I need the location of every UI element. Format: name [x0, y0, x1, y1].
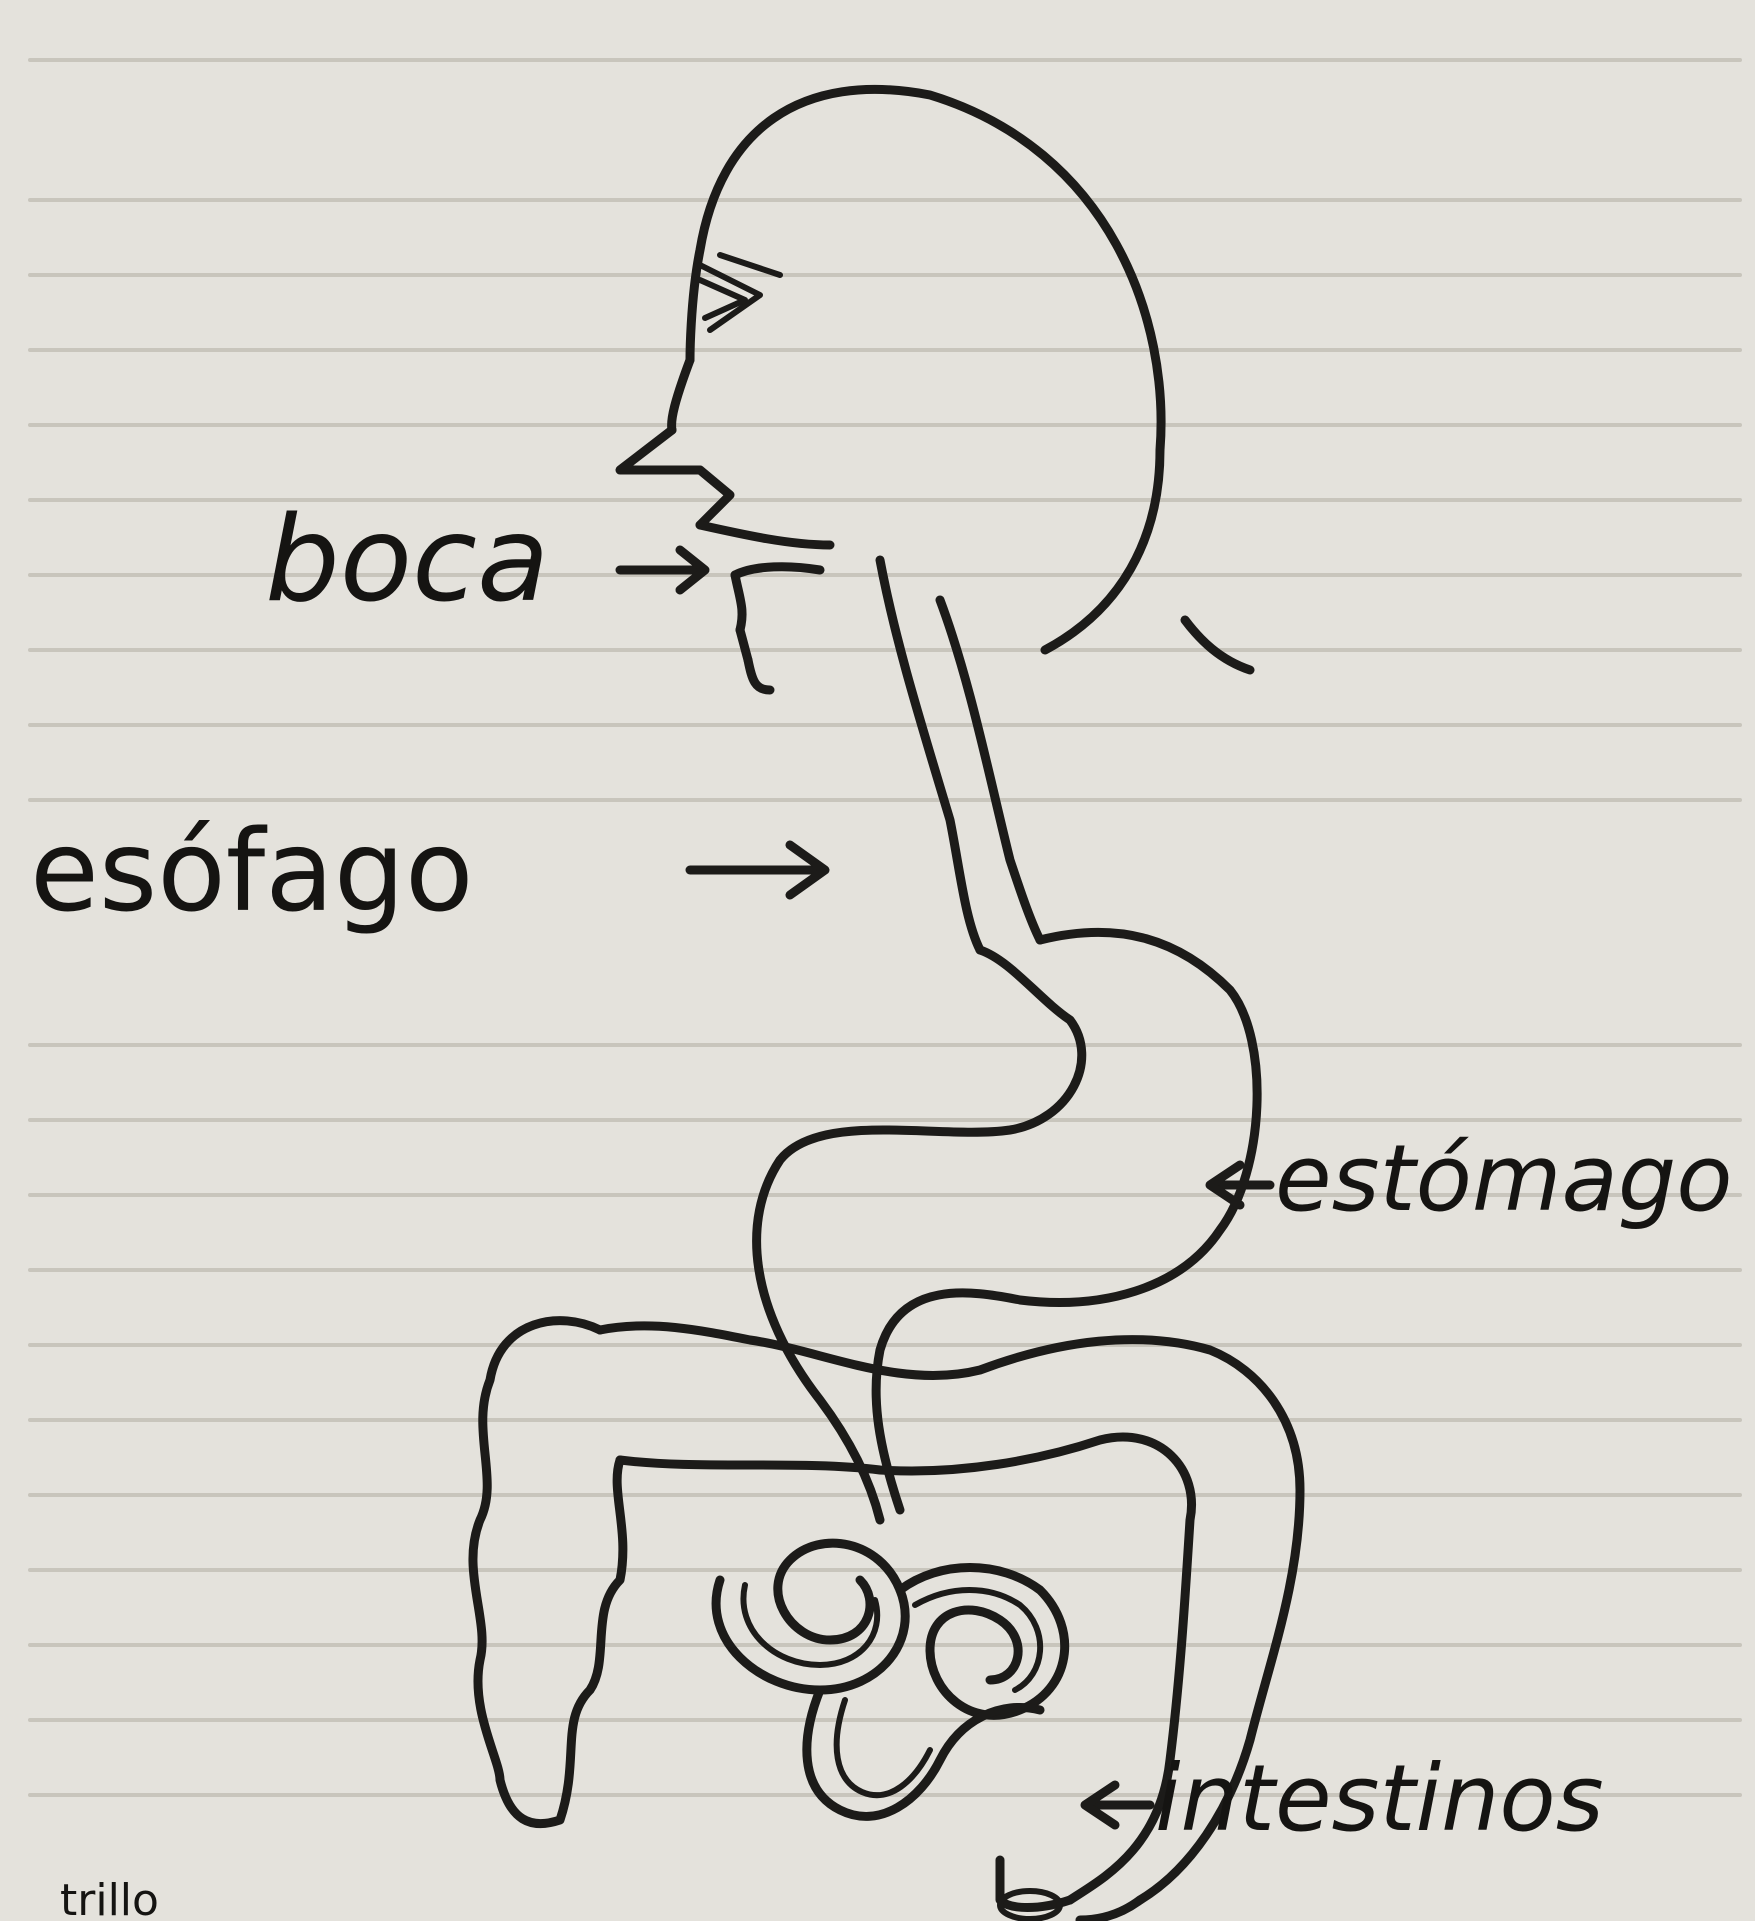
footer-fragment-text: trillo	[60, 1875, 159, 1921]
mouth-label: boca	[265, 490, 549, 628]
intestines-label: intestinos	[1155, 1745, 1604, 1852]
esophagus-label: esófago	[30, 807, 473, 937]
stomach-label: estómago	[1275, 1125, 1733, 1232]
